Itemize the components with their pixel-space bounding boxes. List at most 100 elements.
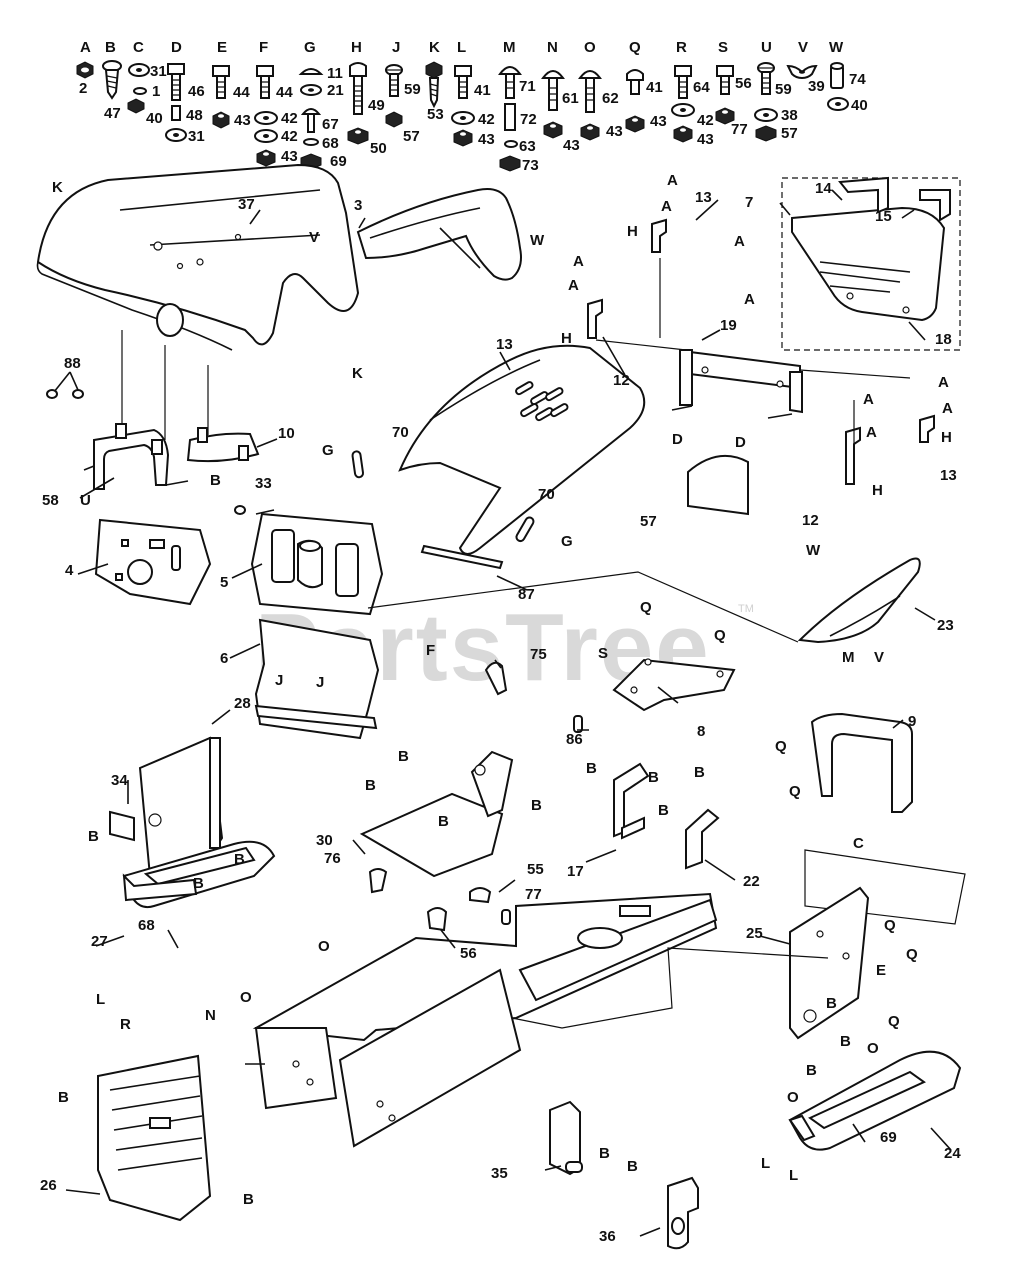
hw-w-label-2: 40 [851, 97, 868, 114]
hw-n-label-1: 61 [562, 90, 579, 107]
hw-letter-u: U [761, 39, 772, 56]
hw-o-label-2: 43 [606, 123, 623, 140]
hw-d-label-1: 46 [188, 83, 205, 100]
hw-e-bolt-icon [212, 65, 230, 129]
callout-35: 36 [599, 1228, 616, 1245]
callout-75b-visible: 76 [324, 850, 341, 867]
ref-q-1: Q [640, 599, 652, 616]
hw-o-carriage-bolt-icon [578, 70, 602, 141]
fastener-ref-labels: K K V W A A A A A A A A A A H H H H D D … [52, 172, 953, 1208]
ref-r-1: R [120, 1016, 131, 1033]
callout-13b: 13 [940, 467, 957, 484]
hw-letter-c: C [133, 39, 144, 56]
hw-s-label-2: 77 [731, 121, 748, 138]
ref-q-5: Q [884, 917, 896, 934]
part-17-bracket [613, 762, 650, 840]
guide-lines-37 [121, 330, 209, 440]
hw-letter-v: V [798, 39, 808, 56]
callout-17: 17 [567, 863, 584, 880]
ref-c-1: C [853, 835, 864, 852]
hw-d-label-3: 31 [188, 128, 205, 145]
hw-h-label-1: 49 [368, 97, 385, 114]
callout-labels: 37 3 13 7 14 15 18 19 13 12 88 10 70 58 … [40, 180, 961, 1245]
part-14-upper-cover [398, 344, 646, 555]
ref-l-3: L [789, 1167, 798, 1184]
callout-14: 13 [496, 336, 513, 353]
ref-j-1: J [275, 672, 283, 689]
guide-line-22 [367, 571, 799, 643]
callout-76: 77 [525, 886, 542, 903]
hw-v-label: 39 [808, 78, 825, 95]
ref-h-3: H [941, 429, 952, 446]
ref-v-1: V [309, 229, 319, 246]
hw-u-label-3: 57 [781, 125, 798, 142]
ref-o-1: O [867, 1040, 879, 1057]
ref-b-1: B [398, 748, 409, 765]
hw-c-label-1: 31 [150, 63, 167, 80]
kit-7-boundary [781, 177, 961, 351]
hw-h-label-2: 50 [370, 140, 387, 157]
hw-letter-l: L [457, 39, 466, 56]
hw-f-label-3: 42 [281, 128, 298, 145]
ref-b-4: B [438, 813, 449, 830]
ref-f-1: F [426, 642, 435, 659]
part-13-bracket-lower [919, 414, 935, 443]
hw-g-label-5: 69 [330, 153, 347, 170]
ref-k-1: K [52, 179, 63, 196]
part-12-bracket-lower [845, 426, 861, 485]
ref-d-2: D [735, 434, 746, 451]
part-5-console [250, 512, 384, 616]
part-87-rod [420, 544, 504, 570]
ref-a-10: A [866, 424, 877, 441]
ref-g-2: G [561, 533, 573, 550]
part-76-pin [501, 909, 511, 925]
part-20-bracket [685, 808, 720, 870]
hw-letter-h: H [351, 39, 362, 56]
ref-b-15: B [806, 1062, 817, 1079]
hw-letter-j: J [392, 39, 400, 56]
ref-a-1: A [667, 172, 678, 189]
callout-88: 88 [64, 355, 81, 372]
hw-d-label-2: 48 [186, 107, 203, 124]
hw-a-nut-icon [76, 61, 94, 79]
callout-9: 9 [908, 713, 916, 730]
callout-23: 25 [746, 925, 763, 942]
ref-o-3: O [240, 989, 252, 1006]
ref-q-7: Q [888, 1013, 900, 1030]
callout-13a: 13 [695, 189, 712, 206]
part-9-frame-loop [810, 712, 913, 813]
hw-w-spacer-icon [827, 62, 849, 111]
ref-b-14: B [840, 1033, 851, 1050]
part-70-link-upper [351, 450, 365, 479]
hw-q-label-2: 43 [650, 113, 667, 130]
callout-26: 26 [40, 1177, 57, 1194]
callout-4: 4 [65, 562, 74, 579]
callout-37: 37 [238, 196, 255, 213]
hw-letter-s: S [718, 39, 728, 56]
ref-q-3: Q [775, 738, 787, 755]
hw-g-label-1: 11 [327, 65, 343, 82]
hw-o-label-1: 62 [602, 90, 619, 107]
callout-10: 10 [278, 425, 295, 442]
hw-letter-f: F [259, 39, 268, 56]
ref-a-4: A [568, 277, 579, 294]
ref-k-2: K [352, 365, 363, 382]
ref-w-1: W [530, 232, 545, 249]
hw-c-label-3: 40 [146, 110, 163, 127]
ref-b-2: B [365, 777, 376, 794]
callout-75a: 75 [530, 646, 547, 663]
guide-line-23 [511, 947, 829, 1029]
callout-66b: 69 [880, 1129, 897, 1146]
ref-b-10: B [88, 828, 99, 845]
hw-letter-m: M [503, 39, 516, 56]
part-12-bracket-upper [587, 298, 603, 339]
hw-l-label-2: 42 [478, 111, 495, 128]
hw-b-screw-icon [102, 60, 122, 100]
ref-b-3: B [531, 797, 542, 814]
hw-letter-n: N [547, 39, 558, 56]
callout-55: 57 [640, 513, 657, 530]
callout-12b: 12 [802, 512, 819, 529]
part-88-clip [46, 371, 84, 399]
ref-s-1: S [598, 645, 608, 662]
callout-87: 87 [518, 586, 535, 603]
